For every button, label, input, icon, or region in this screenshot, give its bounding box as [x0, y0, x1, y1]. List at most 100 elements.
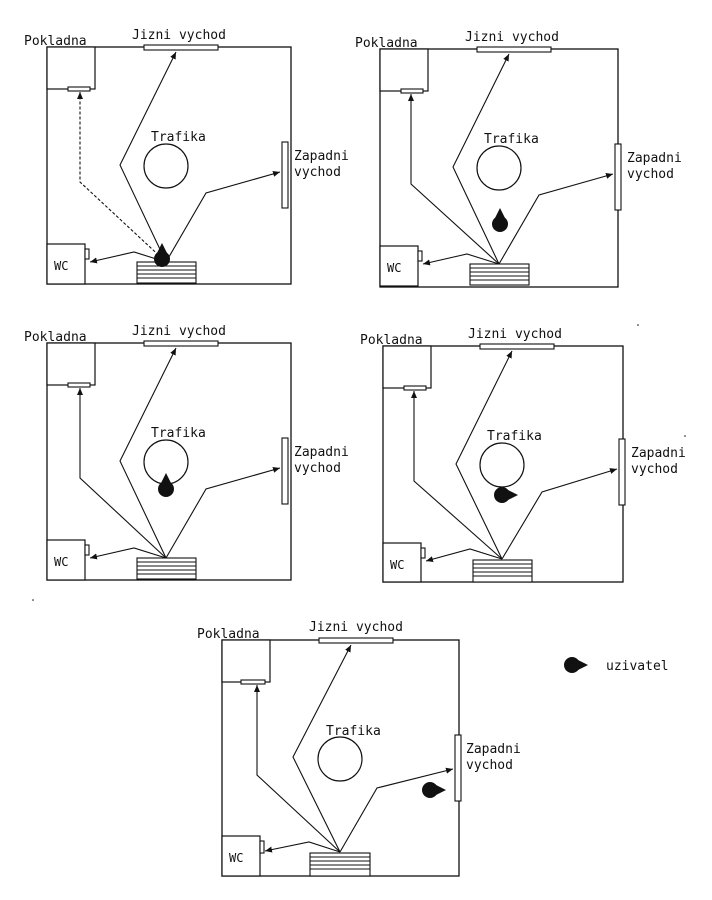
user-marker: [494, 487, 518, 503]
pokladna-label: Pokladna: [360, 333, 423, 348]
zapadni-label-1: Zapadni: [631, 446, 686, 461]
path-to-jizni: [119, 347, 177, 559]
pokladna-label: Pokladna: [24, 34, 87, 49]
path-to-wc: [425, 548, 503, 563]
path-to-wc: [422, 253, 500, 266]
jizni-label: Jizni vychod: [465, 30, 559, 45]
legend-user-icon: [564, 657, 588, 673]
pokladna-box: [382, 345, 432, 389]
wc-box: [382, 542, 422, 583]
wc-box: [379, 245, 419, 287]
wc-box: [221, 835, 261, 877]
jizni-label: Jizni vychod: [468, 327, 562, 342]
path-to-pokladna: [408, 94, 500, 265]
path-to-pokladna: [77, 92, 167, 263]
pokladna-label: Pokladna: [24, 330, 87, 345]
path-to-jizni: [119, 51, 177, 263]
stairs: [472, 559, 533, 583]
pokladna-box: [46, 46, 96, 90]
wc-label: WC: [390, 558, 404, 572]
zapadni-door: [618, 438, 626, 506]
jizni-label: Jizni vychod: [309, 620, 403, 635]
jizni-door: [479, 343, 555, 350]
jizni-door: [476, 46, 552, 53]
wc-door: [420, 547, 426, 559]
zapadni-label-1: Zapadni: [294, 445, 349, 460]
path-to-jizni: [455, 350, 513, 560]
panel-5: Pokladna Jizni vychod Trafika Zapadni vy…: [197, 620, 521, 877]
panel-3: Pokladna Jizni vychod Trafika Zapadni vy…: [24, 324, 349, 581]
user-marker: [154, 243, 170, 267]
path-to-zapadni: [165, 467, 281, 559]
zapadni-label-2: vychod: [631, 462, 678, 477]
wc-label: WC: [229, 851, 243, 865]
zapadni-label-2: vychod: [627, 167, 674, 182]
wc-box: [46, 539, 86, 581]
zapadni-label-1: Zapadni: [294, 149, 349, 164]
stairs: [136, 557, 197, 580]
wc-box: [46, 243, 86, 285]
zapadni-label-2: vychod: [294, 165, 341, 180]
trafika-circle: [317, 736, 363, 782]
path-to-zapadni: [498, 173, 614, 265]
scan-speck: [32, 599, 34, 601]
legend: uzivatel: [564, 657, 669, 674]
trafika-label: Trafika: [487, 429, 542, 444]
pokladna-box: [221, 639, 271, 683]
stairs: [469, 263, 530, 286]
trafika-circle: [143, 143, 189, 189]
scan-speck: [637, 324, 639, 326]
pokladna-box: [46, 342, 96, 386]
wc-door: [259, 840, 265, 854]
user-marker: [158, 473, 174, 497]
path-to-wc: [264, 841, 341, 853]
stairs: [136, 261, 197, 284]
zapadni-door: [454, 734, 462, 802]
jizni-label: Jizni vychod: [132, 28, 226, 43]
path-to-zapadni: [501, 468, 618, 560]
pokladna-door: [403, 385, 427, 391]
panel-4: Pokladna Jizni vychod Trafika Zapadni vy…: [360, 327, 686, 583]
pokladna-door: [400, 88, 424, 94]
wc-label: WC: [54, 259, 68, 273]
trafika-circle: [479, 442, 525, 488]
path-to-pokladna: [77, 388, 167, 559]
jizni-door: [318, 637, 394, 644]
pokladna-door: [67, 86, 91, 92]
trafika-label: Trafika: [326, 724, 381, 739]
wc-door: [84, 248, 90, 260]
pokladna-label: Pokladna: [197, 627, 260, 642]
panel-1: Pokladna Jizni vychod Trafika Zapadni vy…: [24, 28, 349, 285]
jizni-door: [143, 44, 219, 51]
path-to-zapadni: [339, 767, 454, 853]
path-to-pokladna: [254, 685, 341, 853]
trafika-circle: [476, 145, 522, 191]
path-to-jizni: [452, 53, 510, 265]
zapadni-label-1: Zapadni: [627, 151, 682, 166]
user-marker: [492, 208, 508, 232]
legend-label: uzivatel: [606, 659, 669, 674]
wc-label: WC: [387, 261, 401, 275]
pokladna-box: [379, 48, 429, 92]
path-to-pokladna: [411, 391, 503, 560]
wc-label: WC: [54, 555, 68, 569]
trafika-label: Trafika: [151, 426, 206, 441]
wc-door: [417, 250, 423, 262]
pokladna-label: Pokladna: [355, 36, 418, 51]
wc-door: [84, 544, 90, 556]
zapadni-door: [281, 141, 289, 209]
stairs: [309, 852, 371, 877]
jizni-label: Jizni vychod: [132, 324, 226, 339]
zapadni-label-2: vychod: [294, 461, 341, 476]
path-to-wc: [89, 547, 167, 560]
scan-speck: [684, 435, 686, 437]
zapadni-label-2: vychod: [466, 758, 513, 773]
pokladna-door: [67, 382, 91, 388]
trafika-label: Trafika: [484, 132, 539, 147]
path-to-jizni: [292, 644, 352, 853]
jizni-door: [143, 340, 219, 347]
user-marker: [422, 782, 446, 798]
zapadni-door: [614, 143, 622, 211]
trafika-label: Trafika: [151, 130, 206, 145]
